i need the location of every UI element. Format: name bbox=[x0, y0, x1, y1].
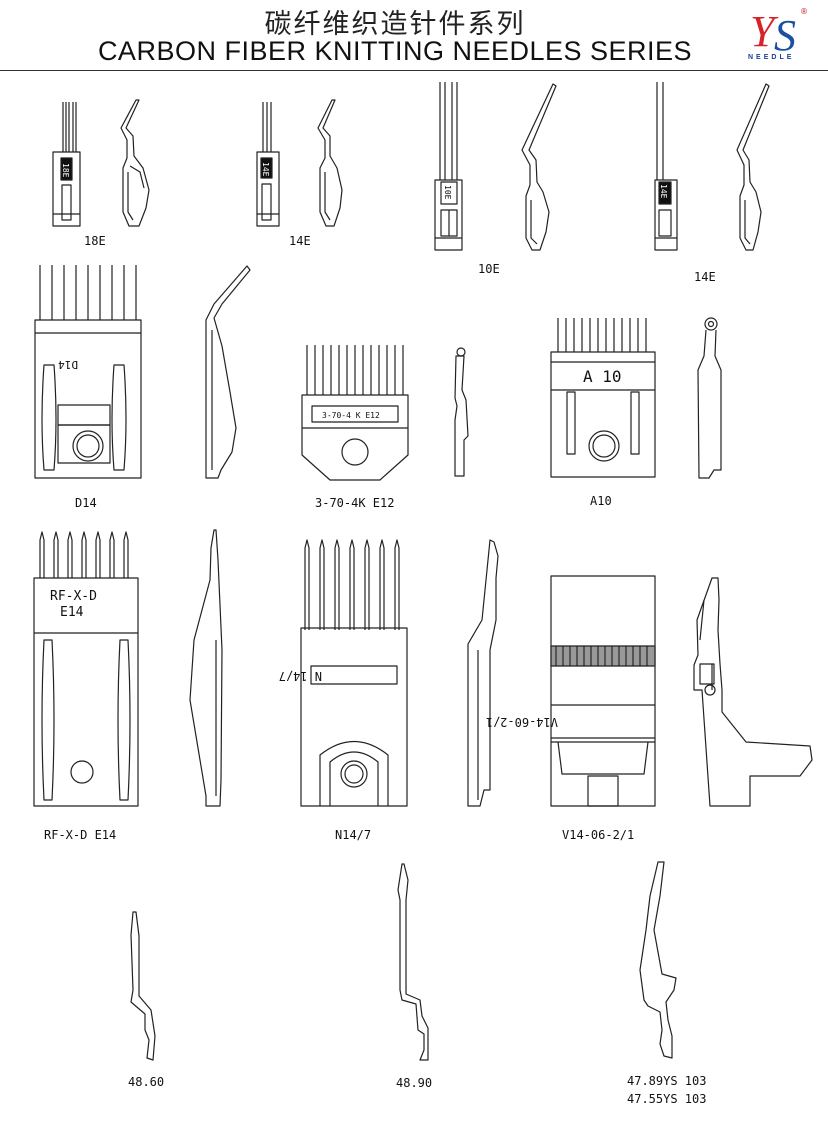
caption-14e-b: 14E bbox=[694, 270, 716, 284]
stamp-text: RF-X-D bbox=[50, 589, 97, 604]
logo-letter-s: S bbox=[774, 11, 796, 56]
logo-registered-mark: ® bbox=[800, 7, 808, 16]
needle-14e-side-b bbox=[737, 84, 769, 250]
caption-4860: 48.60 bbox=[128, 1075, 165, 1089]
caption-4789-line2: 47.55YS 103 bbox=[627, 1092, 707, 1106]
needle-10e-front: 10E bbox=[435, 82, 462, 250]
stamp-text: A 10 bbox=[583, 367, 622, 386]
stamp-text: N 14/7 bbox=[279, 669, 322, 683]
needle-n147-front: N 14/7 bbox=[279, 540, 407, 806]
stamp-text: 10E bbox=[443, 185, 452, 200]
caption-a10: A10 bbox=[590, 494, 612, 508]
needle-18e-front: 18E bbox=[53, 102, 80, 226]
needle-a10-front: A 10 bbox=[551, 318, 655, 477]
logo-subtitle: NEEDLE bbox=[748, 54, 795, 61]
needle-v14-side bbox=[694, 578, 812, 806]
needle-14e-front-a: 14E bbox=[257, 102, 279, 226]
needle-n147-side bbox=[468, 540, 498, 806]
stamp-text: 18E bbox=[61, 163, 70, 178]
needle-14e-side-a bbox=[318, 100, 342, 226]
logo-letter-y: Y bbox=[750, 7, 779, 56]
caption-18e: 18E bbox=[84, 234, 106, 248]
needle-a10-side bbox=[698, 318, 721, 478]
caption-k370: 3-70-4K E12 bbox=[315, 496, 395, 510]
stamp-text: 14E bbox=[261, 162, 270, 177]
caption-rfx: RF-X-D E14 bbox=[44, 828, 117, 842]
stamp-text: 3-70-4 K E12 bbox=[322, 411, 380, 420]
needle-v14-front: V14-60-2/1 bbox=[486, 576, 655, 806]
needle-k370-side bbox=[455, 348, 468, 476]
stamp-text: V14-60-2/1 bbox=[486, 715, 558, 729]
stamp-text: D14 bbox=[58, 358, 78, 371]
title-english: CARBON FIBER KNITTING NEEDLES SERIES bbox=[97, 36, 693, 66]
needle-rfx-front: RF-X-D E14 bbox=[34, 532, 138, 806]
stamp-text: E14 bbox=[60, 605, 84, 620]
needle-14e-front-b: 14E bbox=[655, 82, 677, 250]
stamp-text: 14E bbox=[659, 184, 668, 199]
header-rule bbox=[0, 70, 828, 71]
caption-14e-a: 14E bbox=[289, 234, 311, 248]
needle-18e-side bbox=[121, 100, 149, 226]
needle-d14-side bbox=[206, 266, 250, 478]
needle-k370-front: 3-70-4 K E12 bbox=[302, 345, 408, 480]
caption-10e: 10E bbox=[478, 262, 500, 276]
needle-10e-side bbox=[522, 84, 556, 250]
needle-d14-front: D14 bbox=[35, 265, 141, 478]
caption-4890: 48.90 bbox=[396, 1076, 433, 1090]
caption-d14: D14 bbox=[75, 496, 97, 510]
needle-4789-side bbox=[640, 862, 676, 1058]
caption-v14: V14-06-2/1 bbox=[562, 828, 635, 842]
needle-rfx-side bbox=[190, 530, 222, 806]
title-chinese: 碳纤维织造针件系列 bbox=[264, 9, 526, 40]
needle-4890-side bbox=[398, 864, 428, 1060]
caption-n147: N14/7 bbox=[335, 828, 372, 842]
ys-logo: Y S ® bbox=[750, 7, 808, 56]
needle-4860-side bbox=[131, 912, 155, 1060]
caption-4789-line1: 47.89YS 103 bbox=[627, 1074, 707, 1088]
